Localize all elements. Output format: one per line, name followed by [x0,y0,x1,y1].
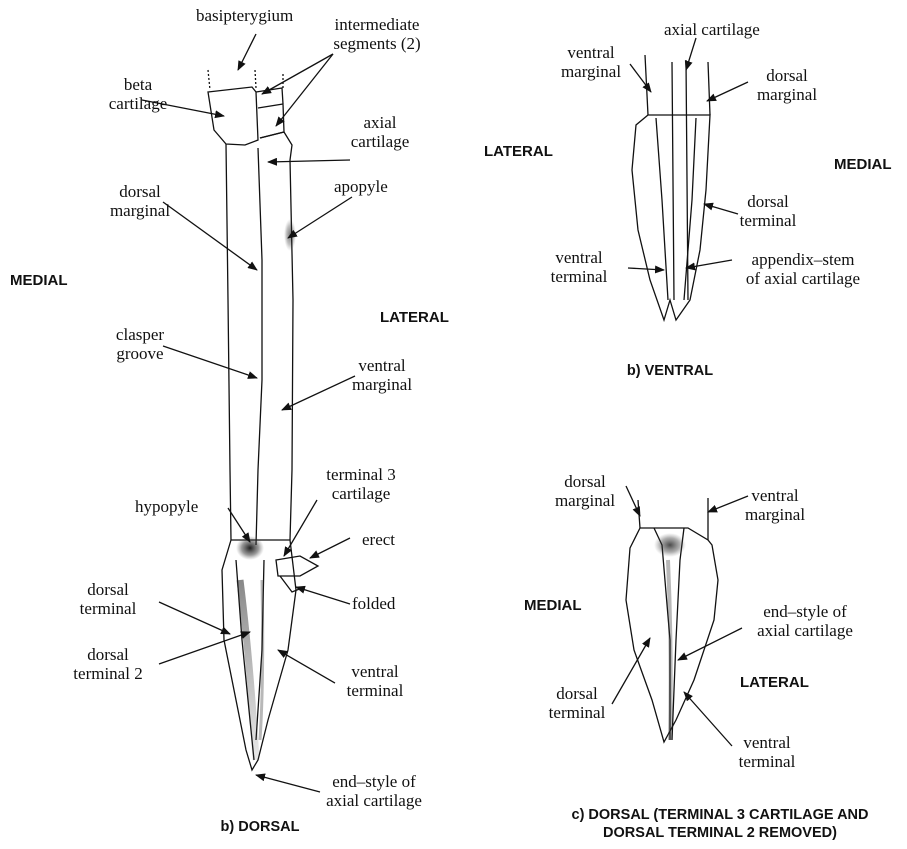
label-clasper-groove: clasper groove [90,325,190,363]
label-folded: folded [352,594,395,613]
label-dorsal-terminal-2: dorsal terminal 2 [58,645,158,683]
label-axial-cartilage: axial cartilage [330,113,430,151]
label-axial-cartilage-ventral: axial cartilage [664,20,760,39]
beta-cartilage-shape [208,87,258,145]
orientation-medial-c: MEDIAL [524,597,582,614]
ventral-clasper [632,55,710,320]
label-dorsal-marginal: dorsal marginal [90,182,190,220]
label-dorsal-terminal-c: dorsal terminal [532,684,622,722]
orientation-lateral-ventral: LATERAL [484,143,553,160]
label-terminal-3-cartilage: terminal 3 cartilage [306,465,416,503]
caption-dorsal: b) DORSAL [160,818,360,836]
label-ventral-terminal: ventral terminal [325,662,425,700]
label-dorsal-terminal: dorsal terminal [58,580,158,618]
label-ventral-terminal-ventral: ventral terminal [534,248,624,286]
orientation-lateral: LATERAL [380,309,449,326]
label-dorsal-terminal-ventral: dorsal terminal [728,192,808,230]
label-ventral-marginal-c: ventral marginal [730,486,820,524]
label-arrows [142,34,748,792]
label-dorsal-marginal-ventral: dorsal marginal [742,66,832,104]
label-end-style-c: end–style of axial cartilage [740,602,870,640]
label-appendix-stem: appendix–stem of axial cartilage [718,250,888,288]
label-end-style: end–style of axial cartilage [314,772,434,810]
label-beta-cartilage: beta cartilage [88,75,188,113]
orientation-medial-ventral: MEDIAL [834,156,892,173]
label-ventral-marginal-ventral: ventral marginal [546,43,636,81]
label-apopyle: apopyle [334,177,388,196]
label-ventral-marginal: ventral marginal [332,356,432,394]
caption-ventral: b) VENTRAL [590,362,750,380]
orientation-medial: MEDIAL [10,272,68,289]
caption-dorsal-c: c) DORSAL (TERMINAL 3 CARTILAGE AND DORS… [540,806,900,842]
label-ventral-terminal-c: ventral terminal [722,733,812,771]
label-intermediate-segments: intermediate segments (2) [312,15,442,53]
label-dorsal-marginal-c: dorsal marginal [540,472,630,510]
orientation-lateral-c: LATERAL [740,674,809,691]
label-basipterygium: basipterygium [196,6,293,25]
label-erect: erect [362,530,395,549]
label-hypopyle: hypopyle [135,497,198,516]
